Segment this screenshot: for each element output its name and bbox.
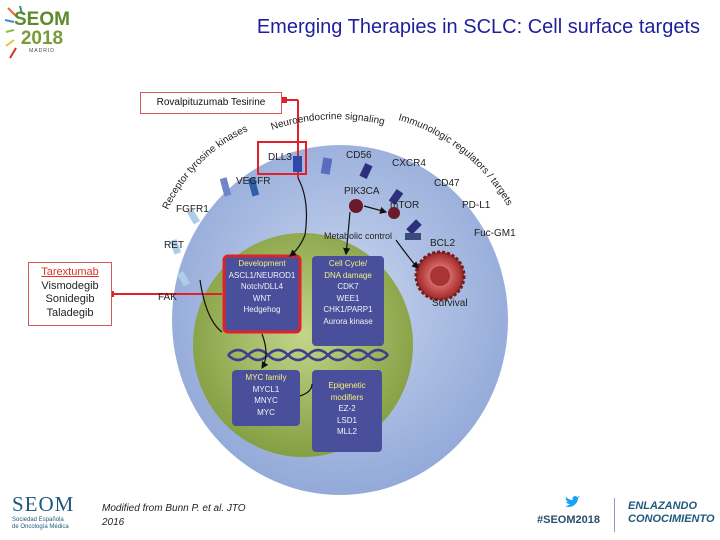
epigenetic-header: modifiers xyxy=(330,392,364,402)
label-fak: FAK xyxy=(158,292,177,303)
footer-divider xyxy=(614,498,615,532)
development-box xyxy=(222,254,302,334)
page-title: Emerging Therapies in SCLC: Cell surface… xyxy=(256,16,700,38)
pik3ca-mtor-arrow xyxy=(363,205,388,214)
epigenetic-box xyxy=(312,370,382,452)
development-item: WNT xyxy=(252,293,272,303)
label-fgfr1: FGFR1 xyxy=(176,204,209,215)
cellcycle-header: DNA damage xyxy=(324,270,372,280)
myc-box xyxy=(232,370,300,426)
cellcycle-text: Cell Cycle/ DNA damage CDK7 WEE1 CHK1/PA… xyxy=(312,258,384,327)
enlazando-text: ENLAZANDO xyxy=(628,500,698,512)
credit-year: 2016 xyxy=(102,517,125,528)
myc-header: MYC family xyxy=(245,373,287,382)
label-metabolic: Metabolic control xyxy=(324,231,393,241)
dll3-highlight xyxy=(257,141,307,175)
label-mtor: mTOR xyxy=(390,200,420,211)
footer-seom-logo: SEOM Sociedad Española de Oncología Médi… xyxy=(12,492,74,531)
label-pdl1: PD-L1 xyxy=(462,200,491,211)
seom-2018-logo: SEOM 2018 MADRID xyxy=(4,6,70,68)
development-text: Development ASCL1/NEUROD1 Notch/DLL4 WNT… xyxy=(224,258,300,316)
drug-list-box: Tarextumab Vismodegib Sonidegib Taladegi… xyxy=(28,262,112,326)
cellcycle-item: WEE1 xyxy=(336,293,360,303)
logo-year-text: 2018 xyxy=(20,28,64,49)
cellcycle-header: Cell Cycle/ xyxy=(328,259,368,268)
development-header: Development xyxy=(238,259,286,268)
label-cd47: CD47 xyxy=(434,178,460,189)
cellcycle-item: CDK7 xyxy=(337,282,359,291)
footer-seom-sub: de Oncología Médica xyxy=(12,524,69,530)
event-hashtag: #SEOM2018 xyxy=(537,514,600,526)
cellcycle-box xyxy=(312,256,384,346)
rova-connector-dot xyxy=(281,97,287,103)
receptor-shapes xyxy=(169,156,422,287)
epigenetic-item: LSD1 xyxy=(336,415,357,425)
label-fucgm1: Fuc-GM1 xyxy=(474,228,516,239)
epigenetic-item: MLL2 xyxy=(336,427,357,436)
epigenetic-text: Epigenetic modifiers EZ-2 LSD1 MLL2 xyxy=(312,380,382,438)
epigenetic-item: EZ-2 xyxy=(338,404,356,413)
logo-seom-text: SEOM xyxy=(14,9,70,30)
conocimiento-text: CONOCIMIENTO xyxy=(628,513,715,525)
logo-city-text: MADRID xyxy=(29,48,55,54)
footer-seom-text: SEOM xyxy=(12,492,75,516)
label-dll3: DLL3 xyxy=(268,152,292,163)
credit-line: Modified from Bunn P. et al. JTO xyxy=(102,503,246,514)
cellcycle-item: Aurora kinase xyxy=(323,316,373,326)
label-pik3ca: PIK3CA xyxy=(344,186,380,197)
label-vegfr: VEGFR xyxy=(236,176,271,187)
mtor-node xyxy=(388,207,400,219)
development-item: Notch/DLL4 xyxy=(240,282,284,291)
epigenetic-header: Epigenetic xyxy=(328,381,366,390)
drug-sonidegib: Sonidegib xyxy=(45,293,95,305)
source-credit: Modified from Bunn P. et al. JTO 2016 xyxy=(102,502,246,530)
label-survival: Survival xyxy=(432,298,468,309)
label-bcl2: BCL2 xyxy=(430,238,456,249)
pathway-arrows xyxy=(199,177,419,397)
drug-taladegib: Taladegib xyxy=(46,306,94,319)
development-item: ASCL1/NEUROD1 xyxy=(228,270,296,280)
logo-rays-icon xyxy=(4,6,23,59)
label-cd56: CD56 xyxy=(346,150,372,161)
pik3ca-node xyxy=(349,199,363,213)
myc-item: MYC xyxy=(257,407,275,417)
arc-neuroendocrine: Neuroendocrine signaling xyxy=(270,111,386,133)
myc-item: MYCL1 xyxy=(252,384,280,394)
myc-text: MYC family MYCL1 MNYC MYC xyxy=(232,372,300,418)
label-ret: RET xyxy=(164,240,184,251)
bcl2-node xyxy=(405,233,421,240)
twitter-bird-icon xyxy=(564,495,580,512)
enlazando-logo: ENLAZANDO CONOCIMIENTO xyxy=(628,500,715,526)
label-cxcr4: CXCR4 xyxy=(392,158,426,169)
dna-helix-icon xyxy=(227,348,389,362)
development-item: Hedgehog xyxy=(243,305,281,314)
cellcycle-item: CHK1/PARP1 xyxy=(323,305,373,314)
drug-vismodegib: Vismodegib xyxy=(41,279,99,292)
rovalpituzumab-label: Rovalpituzumab Tesirine xyxy=(140,92,282,114)
survival-blob-icon xyxy=(414,250,466,302)
footer-seom-sub: Sociedad Española xyxy=(12,517,64,523)
myc-item: MNYC xyxy=(254,396,278,405)
drug-tarextumab: Tarextumab xyxy=(41,266,99,278)
